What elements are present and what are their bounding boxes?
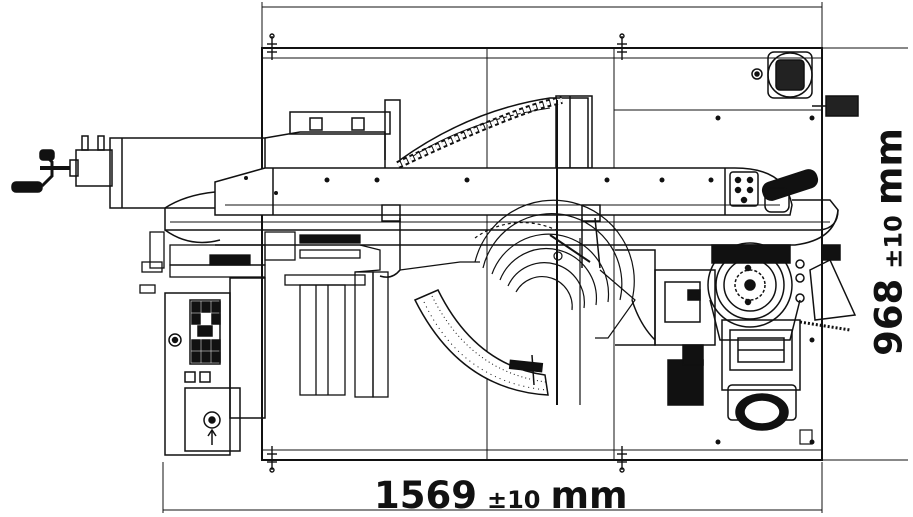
table-handle xyxy=(729,169,819,213)
table-holes xyxy=(244,176,714,195)
width-tolerance: ±10 xyxy=(486,486,541,514)
lifting-eyes xyxy=(267,33,627,473)
dimension-lines xyxy=(162,2,908,513)
saw-blade-area xyxy=(399,100,636,405)
angle-scale xyxy=(413,289,549,396)
height-value: 968 xyxy=(867,278,911,356)
left-side-fittings xyxy=(139,231,389,398)
overall-width-dimension: 1569 ±10 mm xyxy=(374,474,628,517)
plate-label xyxy=(799,429,813,445)
height-unit: mm xyxy=(867,128,911,206)
upper-guard-assembly xyxy=(289,95,593,171)
width-unit: mm xyxy=(550,474,628,517)
right-guide xyxy=(615,249,656,346)
width-value: 1569 xyxy=(374,474,477,517)
height-tolerance: ±10 xyxy=(879,215,908,269)
plate-holes xyxy=(715,115,815,445)
cable-chain xyxy=(396,96,563,169)
dust-exhaust-port xyxy=(751,51,859,117)
control-panel xyxy=(164,277,266,456)
motor-assembly xyxy=(654,242,857,431)
overall-depth-dimension: 968 ±10 mm xyxy=(867,117,911,367)
table-clamps xyxy=(379,204,601,278)
sliding-table xyxy=(164,167,839,246)
